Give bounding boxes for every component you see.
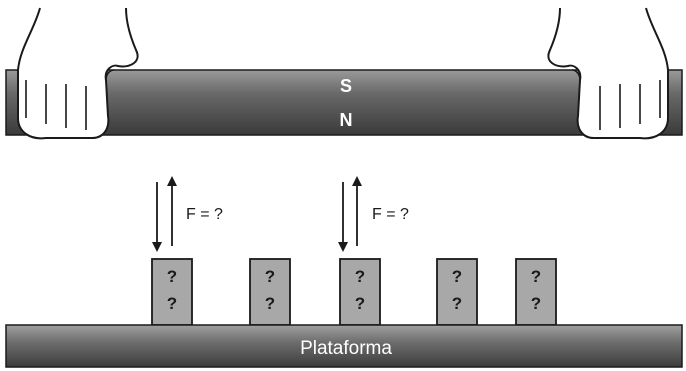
block-1: ? ? (151, 258, 193, 326)
block-3-top: ? (355, 267, 365, 286)
block-4-top: ? (452, 267, 462, 286)
block-1-top: ? (167, 267, 177, 286)
block-1-bottom: ? (167, 294, 177, 313)
block-3: ? ? (339, 258, 381, 326)
block-5-top: ? (531, 267, 541, 286)
platform: Plataforma (5, 324, 683, 368)
block-5: ? ? (515, 258, 557, 326)
block-4: ? ? (436, 258, 478, 326)
platform-label: Plataforma (300, 338, 392, 359)
force-arrow-pair-1: F = ? (152, 176, 223, 252)
force-label-2: F = ? (372, 206, 409, 223)
block-2-top: ? (265, 267, 275, 286)
magnet-pole-s: S (340, 76, 352, 96)
magnet-pole-n: N (340, 110, 353, 130)
block-4-bottom: ? (452, 294, 462, 313)
right-hand-icon (547, 7, 669, 140)
force-arrow-pair-2: F = ? (338, 176, 409, 252)
block-3-bottom: ? (355, 294, 365, 313)
block-2-bottom: ? (265, 294, 275, 313)
left-hand-icon (17, 7, 139, 140)
block-5-bottom: ? (531, 294, 541, 313)
force-label-1: F = ? (186, 206, 223, 223)
magnet-bar: S N (5, 69, 683, 136)
block-2: ? ? (249, 258, 291, 326)
